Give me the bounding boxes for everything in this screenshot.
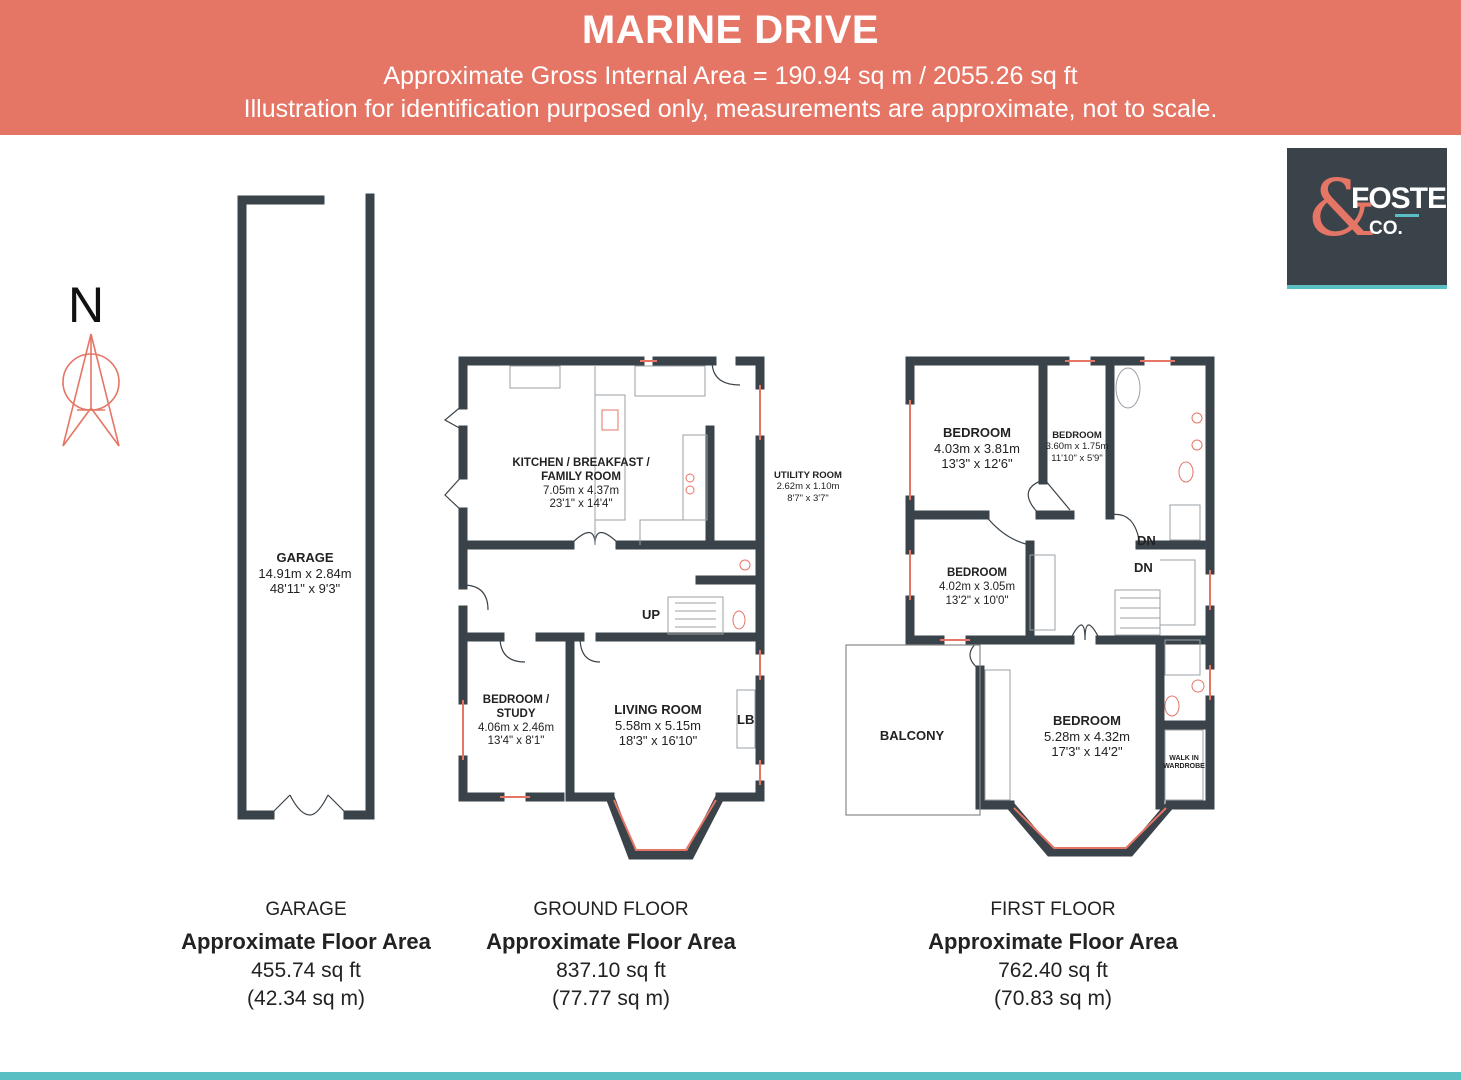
room-bed3: BEDROOM 4.02m x 3.05m 13'2" x 10'0" bbox=[939, 567, 1015, 608]
bed2-door bbox=[1044, 479, 1071, 511]
kitchen-patio-door bbox=[443, 404, 464, 513]
living-door bbox=[579, 636, 601, 663]
caption-garage-name: GARAGE bbox=[265, 899, 347, 920]
room-bed1-imperial: 13'3" x 12'6" bbox=[941, 456, 1013, 472]
room-walkin-line1: WALK IN bbox=[1169, 755, 1199, 762]
room-study-name-2: STUDY bbox=[496, 707, 536, 720]
header-banner: MARINE DRIVE Approximate Gross Internal … bbox=[0, 0, 1461, 135]
room-kitchen-imperial: 23'1" x 14'4" bbox=[549, 498, 613, 511]
stairs-dn-tag-2: DN bbox=[1134, 560, 1153, 575]
room-bed4-name: BEDROOM bbox=[1053, 713, 1121, 728]
caption-garage-sqft: 455.74 sq ft bbox=[251, 959, 361, 982]
room-bed3-imperial: 13'2" x 10'0" bbox=[945, 594, 1009, 607]
logo-co-text: CO. bbox=[1369, 218, 1403, 239]
caption-ground-sqm: (77.77 sq m) bbox=[552, 987, 670, 1010]
stairs-up-tag: UP bbox=[642, 607, 661, 622]
ground-floor-walls bbox=[458, 356, 765, 802]
room-bed1-metric: 4.03m x 3.81m bbox=[934, 440, 1020, 456]
log-burner-tag: LB bbox=[737, 712, 755, 727]
logo-accent-bar bbox=[1395, 214, 1419, 217]
balcony-area bbox=[845, 644, 981, 816]
room-bed1: BEDROOM 4.03m x 3.81m 13'3" x 12'6" bbox=[934, 425, 1020, 472]
study-door bbox=[499, 636, 526, 663]
caption-first-sqft: 762.40 sq ft bbox=[998, 959, 1108, 982]
property-title: MARINE DRIVE bbox=[581, 8, 880, 52]
room-bed4-metric: 5.28m x 4.32m bbox=[1044, 728, 1130, 744]
ground-bay-window bbox=[613, 799, 717, 851]
bed4-double-door bbox=[1069, 624, 1101, 641]
room-living-metric: 5.58m x 5.15m bbox=[614, 717, 701, 733]
caption-ground-name: GROUND FLOOR bbox=[533, 899, 689, 920]
north-letter: N bbox=[68, 277, 105, 333]
bed1-door bbox=[1027, 479, 1044, 516]
room-bed1-name: BEDROOM bbox=[943, 425, 1011, 440]
garage-door bbox=[269, 794, 349, 816]
caption-ground-title: Approximate Floor Area bbox=[486, 929, 736, 954]
room-garage: GARAGE 14.91m x 2.84m 48'11" x 9'3" bbox=[258, 550, 351, 597]
room-walkin: WALK IN WARDROBE bbox=[1163, 755, 1205, 772]
room-living-name: LIVING ROOM bbox=[614, 702, 702, 717]
gross-area-text: Approximate Gross Internal Area = 190.94… bbox=[383, 62, 1078, 90]
room-bed3-name: BEDROOM bbox=[946, 567, 1008, 579]
logo-foster-text: FOSTER bbox=[1351, 182, 1461, 215]
room-study-name-1: BEDROOM / bbox=[482, 694, 550, 706]
caption-first-title: Approximate Floor Area bbox=[928, 929, 1178, 954]
bath-door bbox=[1109, 513, 1141, 546]
room-bed4-imperial: 17'3" x 14'2" bbox=[1051, 744, 1123, 760]
room-bed3-metric: 4.02m x 3.05m bbox=[938, 580, 1016, 593]
room-study: BEDROOM / STUDY 4.06m x 2.46m 13'4" x 8'… bbox=[478, 694, 554, 749]
hall-door bbox=[462, 584, 489, 611]
room-balcony-name: BALCONY bbox=[879, 728, 945, 743]
caption-ground: GROUND FLOOR Approximate Floor Area 837.… bbox=[486, 899, 736, 1011]
foster-co-logo: & FOSTER CO. bbox=[1287, 148, 1461, 289]
room-garage-name: GARAGE bbox=[276, 550, 334, 565]
room-study-imperial: 13'4" x 8'1" bbox=[487, 735, 545, 748]
room-living-imperial: 18'3" x 16'10" bbox=[618, 733, 698, 749]
room-bed2-imperial: 11'10" x 5'9" bbox=[1051, 452, 1103, 464]
logo-ampersand: & bbox=[1307, 164, 1377, 254]
stairs-dn-tag-1: DN bbox=[1137, 533, 1156, 548]
garage-walls bbox=[237, 193, 375, 820]
disclaimer-text: Illustration for identification purposed… bbox=[243, 95, 1218, 123]
caption-first-name: FIRST FLOOR bbox=[990, 899, 1116, 920]
balcony-door bbox=[969, 639, 981, 671]
caption-garage-sqm: (42.34 sq m) bbox=[247, 987, 365, 1010]
room-bed4: BEDROOM 5.28m x 4.32m 17'3" x 14'2" bbox=[1044, 713, 1130, 760]
room-utility-metric: 2.62m x 1.10m bbox=[776, 481, 840, 493]
room-bed2: BEDROOM 3.60m x 1.75m 11'10" x 5'9" bbox=[1046, 430, 1109, 464]
room-utility-name: UTILITY ROOM bbox=[774, 470, 842, 481]
caption-ground-sqft: 837.10 sq ft bbox=[556, 959, 666, 982]
room-bed2-name: BEDROOM bbox=[1052, 430, 1102, 441]
room-living: LIVING ROOM 5.58m x 5.15m 18'3" x 16'10" bbox=[614, 702, 701, 749]
caption-first: FIRST FLOOR Approximate Floor Area 762.4… bbox=[928, 899, 1178, 1011]
utility-door bbox=[711, 360, 741, 386]
ground-bay-wall bbox=[605, 794, 724, 860]
room-utility-imperial: 8'7" x 3'7" bbox=[787, 492, 829, 504]
caption-garage: GARAGE Approximate Floor Area 455.74 sq … bbox=[181, 899, 431, 1011]
room-walkin-line2: WARDROBE bbox=[1163, 763, 1205, 771]
room-balcony: BALCONY bbox=[880, 728, 944, 744]
room-study-metric: 4.06m x 2.46m bbox=[477, 721, 555, 734]
room-garage-imperial: 48'11" x 9'3" bbox=[269, 581, 341, 597]
room-garage-metric: 14.91m x 2.84m bbox=[258, 565, 352, 581]
footer-accent-line bbox=[0, 1072, 1461, 1080]
bed3-door bbox=[984, 514, 1031, 546]
room-bed2-metric: 3.60m x 1.75m bbox=[1045, 441, 1109, 453]
caption-garage-title: Approximate Floor Area bbox=[181, 929, 431, 954]
first-bay-wall bbox=[1006, 802, 1174, 857]
room-kitchen-name-2: FAMILY ROOM bbox=[541, 470, 621, 483]
caption-first-sqm: (70.83 sq m) bbox=[994, 987, 1112, 1010]
room-utility: UTILITY ROOM 2.62m x 1.10m 8'7" x 3'7" bbox=[774, 470, 842, 504]
compass-arrow-icon bbox=[62, 333, 120, 447]
room-kitchen: KITCHEN / BREAKFAST / FAMILY ROOM 7.05m … bbox=[512, 457, 649, 512]
room-kitchen-metric: 7.05m x 4.37m bbox=[542, 484, 620, 497]
room-kitchen-name-1: KITCHEN / BREAKFAST / bbox=[512, 457, 650, 469]
first-bay-window bbox=[1013, 807, 1167, 849]
